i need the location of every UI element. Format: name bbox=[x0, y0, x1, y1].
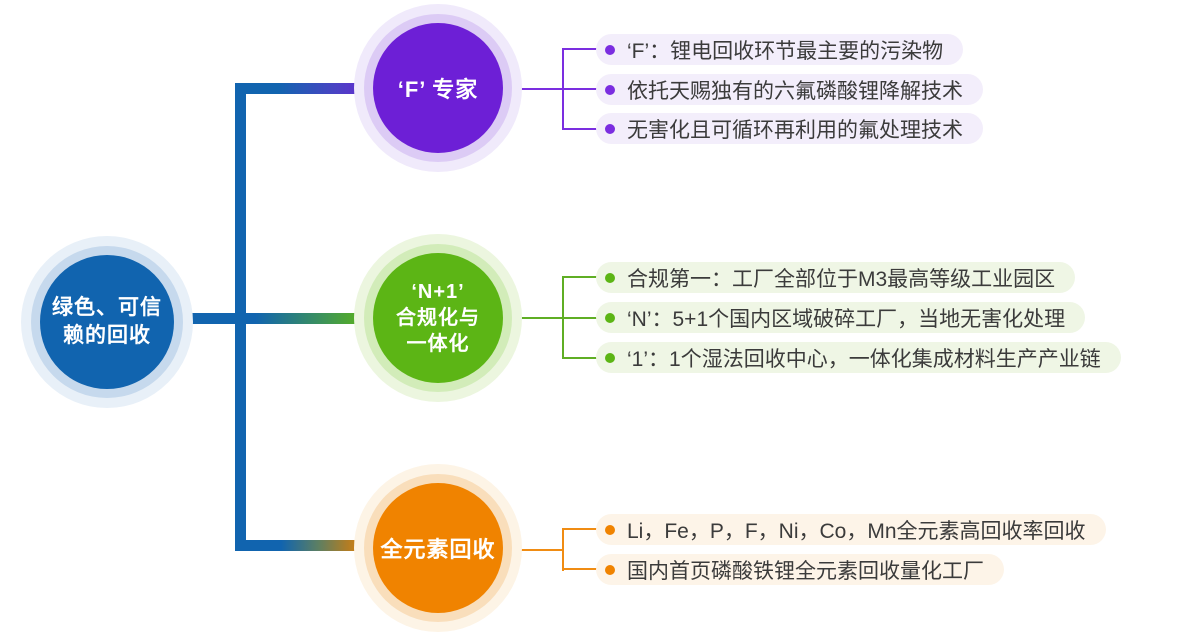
bullet-dot-icon bbox=[605, 352, 615, 363]
leaf-connector-all-vertical bbox=[562, 529, 564, 571]
branch-node-all-elements-label: 全元素回收 bbox=[380, 537, 496, 562]
leaf-connector-n1-main bbox=[504, 317, 610, 319]
leaf-item-label: 合规第一：工厂全部位于M3最高等级工业园区 bbox=[627, 267, 1056, 291]
leaf-item-n1-2: ‘N’：5+1个国内区域破碎工厂，当地无害化处理 bbox=[596, 302, 1086, 333]
leaf-connector-n1-top bbox=[562, 276, 610, 278]
leaf-connector-all-bottom bbox=[562, 568, 610, 570]
leaf-item-label: ‘N’：5+1个国内区域破碎工厂，当地无害化处理 bbox=[627, 307, 1066, 331]
leaf-item-all-1: Li，Fe，P，F，Ni，Co，Mn全元素高回收率回收 bbox=[596, 514, 1106, 545]
root-node: 绿色、可信 赖的回收 bbox=[40, 255, 174, 389]
branch-node-all-elements: 全元素回收 bbox=[373, 483, 503, 613]
root-node-label-line1: 绿色、可信 bbox=[52, 296, 162, 320]
leaf-item-all-2: 国内首页磷酸铁锂全元素回收量化工厂 bbox=[596, 554, 1004, 585]
branch-node-n1-compliance: ‘N+1’ 合规化与 一体化 bbox=[373, 253, 503, 383]
leaf-connector-n1-bottom bbox=[562, 357, 610, 359]
bullet-dot-icon bbox=[605, 524, 615, 535]
bullet-dot-icon bbox=[605, 84, 615, 95]
bullet-dot-icon bbox=[605, 272, 615, 283]
leaf-connector-all-top bbox=[562, 528, 610, 530]
leaf-item-label: Li，Fe，P，F，Ni，Co，Mn全元素高回收率回收 bbox=[627, 519, 1086, 543]
leaf-item-f-3: 无害化且可循环再利用的氟处理技术 bbox=[596, 113, 983, 144]
leaf-item-f-2: 依托天赐独有的六氟磷酸锂降解技术 bbox=[596, 74, 983, 105]
leaf-item-label: ‘1’：1个湿法回收中心，一体化集成材料生产产业链 bbox=[627, 347, 1101, 371]
leaf-connector-f-main bbox=[504, 88, 610, 90]
leaf-item-n1-1: 合规第一：工厂全部位于M3最高等级工业园区 bbox=[596, 262, 1076, 293]
leaf-item-label: 国内首页磷酸铁锂全元素回收量化工厂 bbox=[627, 559, 984, 583]
leaf-connector-n1-vertical bbox=[562, 277, 564, 359]
bullet-dot-icon bbox=[605, 564, 615, 575]
branch-node-f-expert: ‘F’ 专家 bbox=[373, 23, 503, 153]
branch-connector-n1 bbox=[166, 313, 379, 324]
root-node-label-line2: 赖的回收 bbox=[63, 324, 151, 347]
branch-connector-all-elements bbox=[235, 540, 379, 551]
leaf-item-label: ‘F’：锂电回收环节最主要的污染物 bbox=[627, 39, 944, 63]
branch-node-n1-label-line2: 合规化与 bbox=[396, 307, 480, 329]
bullet-dot-icon bbox=[605, 312, 615, 323]
bullet-dot-icon bbox=[605, 123, 615, 134]
leaf-connector-f-top bbox=[562, 48, 610, 50]
leaf-item-label: 无害化且可循环再利用的氟处理技术 bbox=[627, 118, 963, 142]
leaf-connector-all-main bbox=[504, 549, 564, 551]
branch-node-f-expert-label: ‘F’ 专家 bbox=[397, 77, 479, 102]
branch-node-n1-label-line3: 一体化 bbox=[406, 333, 470, 355]
bullet-dot-icon bbox=[605, 44, 615, 55]
leaf-connector-f-vertical bbox=[562, 48, 564, 130]
leaf-item-n1-3: ‘1’：1个湿法回收中心，一体化集成材料生产产业链 bbox=[596, 342, 1121, 373]
leaf-item-f-1: ‘F’：锂电回收环节最主要的污染物 bbox=[596, 34, 964, 65]
leaf-item-label: 依托天赐独有的六氟磷酸锂降解技术 bbox=[627, 79, 963, 103]
branch-node-n1-label-line1: ‘N+1’ bbox=[411, 281, 465, 303]
branch-connector-f-expert bbox=[235, 83, 379, 94]
leaf-connector-f-bottom bbox=[562, 128, 610, 130]
